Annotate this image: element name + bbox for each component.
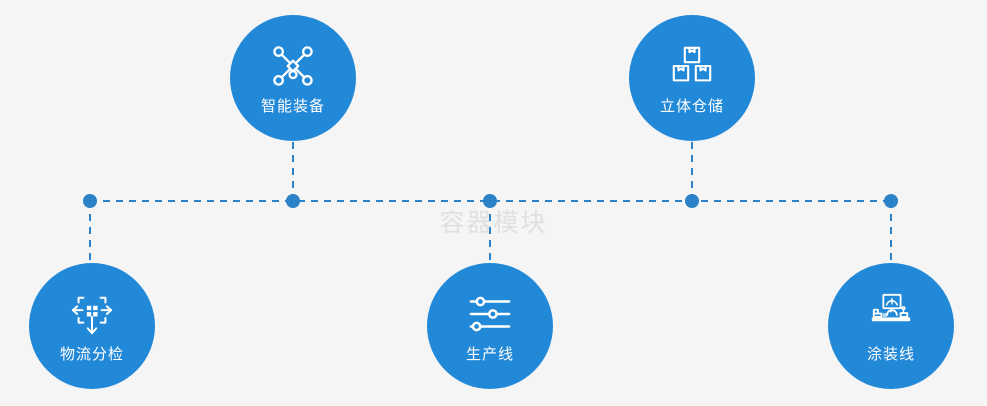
module-node-label: 生产线: [465, 345, 514, 363]
module-node-logistics-sorting[interactable]: 物流分检: [29, 263, 155, 389]
module-node-painting-line[interactable]: 涂装线: [828, 263, 954, 389]
sliders-icon: [467, 291, 513, 337]
module-node-stereoscopic-warehouse[interactable]: 立体仓储: [629, 15, 755, 141]
stacked-boxes-icon: [669, 43, 715, 89]
bus-junction-dot[interactable]: [483, 194, 497, 208]
module-node-production-line[interactable]: 生产线: [427, 263, 553, 389]
network-nodes-icon: [270, 43, 316, 89]
module-node-label: 立体仓储: [659, 97, 724, 115]
module-node-label: 涂装线: [866, 345, 915, 363]
module-node-label: 智能装备: [260, 97, 325, 115]
factory-machine-icon: [868, 291, 914, 337]
sorting-arrows-icon: [69, 291, 115, 337]
bus-junction-dot[interactable]: [286, 194, 300, 208]
bus-junction-dot[interactable]: [884, 194, 898, 208]
bus-junction-dot[interactable]: [83, 194, 97, 208]
bus-junction-dot[interactable]: [685, 194, 699, 208]
module-node-intelligent-equipment[interactable]: 智能装备: [230, 15, 356, 141]
module-node-label: 物流分检: [59, 345, 124, 363]
